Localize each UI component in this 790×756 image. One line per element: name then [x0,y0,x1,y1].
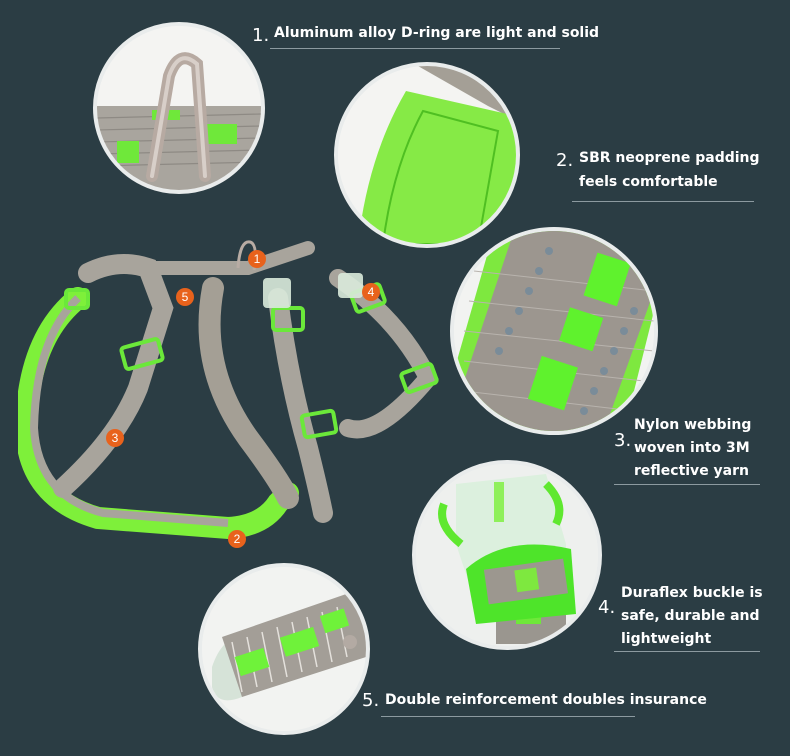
buckle-closeup-image [412,460,602,650]
feature-3-caption-line1: Nylon webbing [634,417,752,433]
feature-3-caption-line3: reflective yarn [634,463,750,479]
reflective-webbing-closeup-image [450,227,658,435]
marker-3: 3 [106,429,124,447]
feature-3-number: 3. [614,430,632,451]
feature-2-divider [572,201,754,202]
feature-4-number: 4. [598,597,616,618]
feature-1-caption: Aluminum alloy D-ring are light and soli… [274,25,600,41]
marker-1: 1 [248,250,266,268]
feature-4-caption-line1: Duraflex buckle is [621,585,763,601]
marker-2: 2 [228,530,246,548]
feature-3-caption-line2: woven into 3M [634,440,750,456]
feature-2-caption-line1: SBR neoprene padding [579,150,760,166]
feature-2-caption-line2: feels comfortable [579,174,718,190]
feature-5-caption: Double reinforcement doubles insurance [385,692,707,708]
feature-4-divider [614,651,760,652]
reinforced-stitching-closeup-image [198,563,370,735]
feature-1-divider [270,48,560,49]
harness-product-image: 1 2 3 4 5 [18,228,448,558]
feature-4-caption-line3: lightweight [621,631,712,647]
neoprene-padding-closeup-image [334,62,520,248]
feature-5-number: 5. [362,690,380,711]
feature-5-divider [381,716,635,717]
feature-3-divider [614,484,760,485]
d-ring-closeup-image [93,22,265,194]
feature-4-caption-line2: safe, durable and [621,608,760,624]
feature-1-number: 1. [252,25,270,46]
feature-2-number: 2. [556,150,574,171]
marker-5: 5 [176,288,194,306]
marker-4: 4 [362,283,380,301]
